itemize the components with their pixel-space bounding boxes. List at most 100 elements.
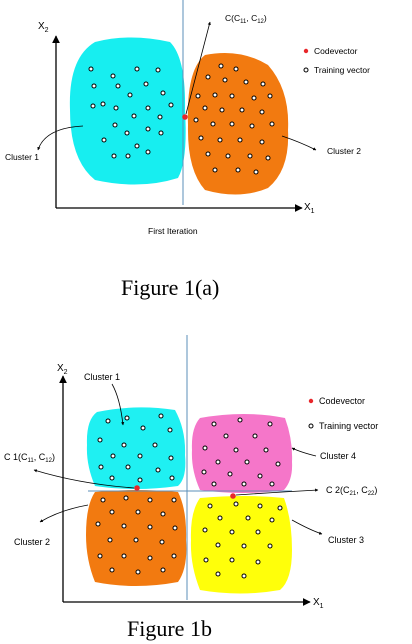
training-vector: [202, 445, 208, 451]
training-vector: [135, 509, 141, 515]
training-vector: [203, 557, 209, 563]
training-vector: [155, 67, 161, 73]
x-axis-label: X1: [313, 597, 324, 610]
training-vector: [243, 79, 249, 85]
legend-training-label: Training vector: [319, 421, 378, 431]
training-vector: [134, 143, 140, 149]
training-vector: [195, 93, 201, 99]
cluster-1b-label: Cluster 1: [84, 372, 120, 382]
training-vector: [239, 107, 245, 113]
training-vector: [255, 529, 261, 535]
training-vector: [137, 477, 143, 483]
training-vector: [211, 481, 217, 487]
training-vector: [202, 105, 208, 111]
training-vector: [145, 105, 151, 111]
codevector-label: C(C11, C12): [225, 13, 267, 25]
training-vector: [193, 117, 199, 123]
training-vector: [265, 155, 271, 161]
training-vector: [263, 447, 269, 453]
training-vector: [109, 475, 115, 481]
training-vector: [201, 469, 207, 475]
cluster-3b-leader-line: [291, 519, 323, 535]
training-vector: [121, 553, 127, 559]
training-vector: [267, 421, 273, 427]
training-vector: [159, 539, 165, 545]
training-vector: [172, 525, 178, 531]
x-axis-label: X1: [304, 202, 315, 215]
training-vector: [135, 569, 141, 575]
training-vector: [97, 553, 103, 559]
training-vector: [143, 81, 149, 87]
training-vector: [212, 167, 218, 173]
c1-leader-line: [33, 469, 135, 489]
c2-label: C 2(C21, C22): [326, 485, 377, 497]
training-vector: [198, 135, 204, 141]
training-vector: [225, 153, 231, 159]
cluster-3b-label: Cluster 3: [328, 535, 364, 545]
training-vector: [260, 81, 266, 87]
training-vector: [259, 139, 265, 145]
training-vector: [269, 517, 275, 523]
cluster-3b-training-vectors: [202, 501, 283, 579]
training-vector: [244, 459, 250, 465]
cluster-1-training-vectors: [88, 66, 174, 159]
cluster-4b-label: Cluster 4: [320, 451, 356, 461]
training-vector: [95, 521, 101, 527]
training-vector: [251, 95, 257, 101]
training-vector: [215, 571, 221, 577]
iteration-subtitle: First Iteration: [148, 226, 198, 236]
training-vector: [98, 464, 104, 470]
training-vector: [171, 553, 177, 559]
training-vector: [121, 523, 127, 529]
training-vector: [131, 113, 137, 119]
training-vector: [155, 467, 161, 473]
training-vector: [241, 481, 247, 487]
training-vector: [217, 515, 223, 521]
training-vector: [257, 503, 263, 509]
training-vector: [169, 475, 175, 481]
training-vector: [167, 427, 173, 433]
training-vector: [101, 137, 107, 143]
y-axis-label: X2: [57, 363, 68, 376]
training-vector: [109, 509, 115, 515]
c1-label: C 1(C11, C12): [4, 452, 55, 464]
training-vector: [97, 437, 103, 443]
training-vector: [207, 503, 213, 509]
training-vector: [158, 413, 164, 419]
cluster-1-leader-line: [37, 125, 84, 151]
training-vector: [90, 103, 96, 109]
codevector-c2: [230, 493, 236, 499]
training-vector: [134, 66, 140, 72]
cluster-2-label: Cluster 2: [327, 146, 361, 156]
figure-1a-caption: Figure 1(a): [121, 275, 219, 300]
training-vector: [112, 122, 118, 128]
training-vector: [125, 153, 131, 159]
training-vector: [124, 415, 130, 421]
training-vector: [202, 527, 208, 533]
training-vector: [115, 83, 121, 89]
cluster-1-label: Cluster 1: [5, 152, 39, 162]
training-vector: [235, 167, 241, 173]
training-vector: [229, 121, 235, 127]
training-vector: [233, 501, 239, 507]
training-vector: [219, 107, 225, 113]
training-vector: [113, 105, 119, 111]
training-vector: [267, 543, 273, 549]
cluster-3b-region: [190, 496, 292, 594]
training-vector: [147, 497, 153, 503]
training-vector: [121, 442, 127, 448]
cluster-2b-leader-line: [39, 504, 89, 523]
training-vector: [211, 421, 217, 427]
figure-1b-caption: Figure 1b: [127, 616, 212, 641]
training-vector: [147, 555, 153, 561]
training-vector: [241, 543, 247, 549]
training-vector: [88, 66, 94, 72]
training-vector: [275, 461, 281, 467]
training-vector: [152, 442, 158, 448]
training-vector: [257, 473, 263, 479]
figure-1a: X2 X1: [5, 0, 370, 300]
legend-codevector-label: Codevector: [319, 396, 365, 406]
training-vector: [222, 77, 228, 83]
cluster-2b-label: Cluster 2: [14, 537, 50, 547]
training-vector: [133, 537, 139, 543]
